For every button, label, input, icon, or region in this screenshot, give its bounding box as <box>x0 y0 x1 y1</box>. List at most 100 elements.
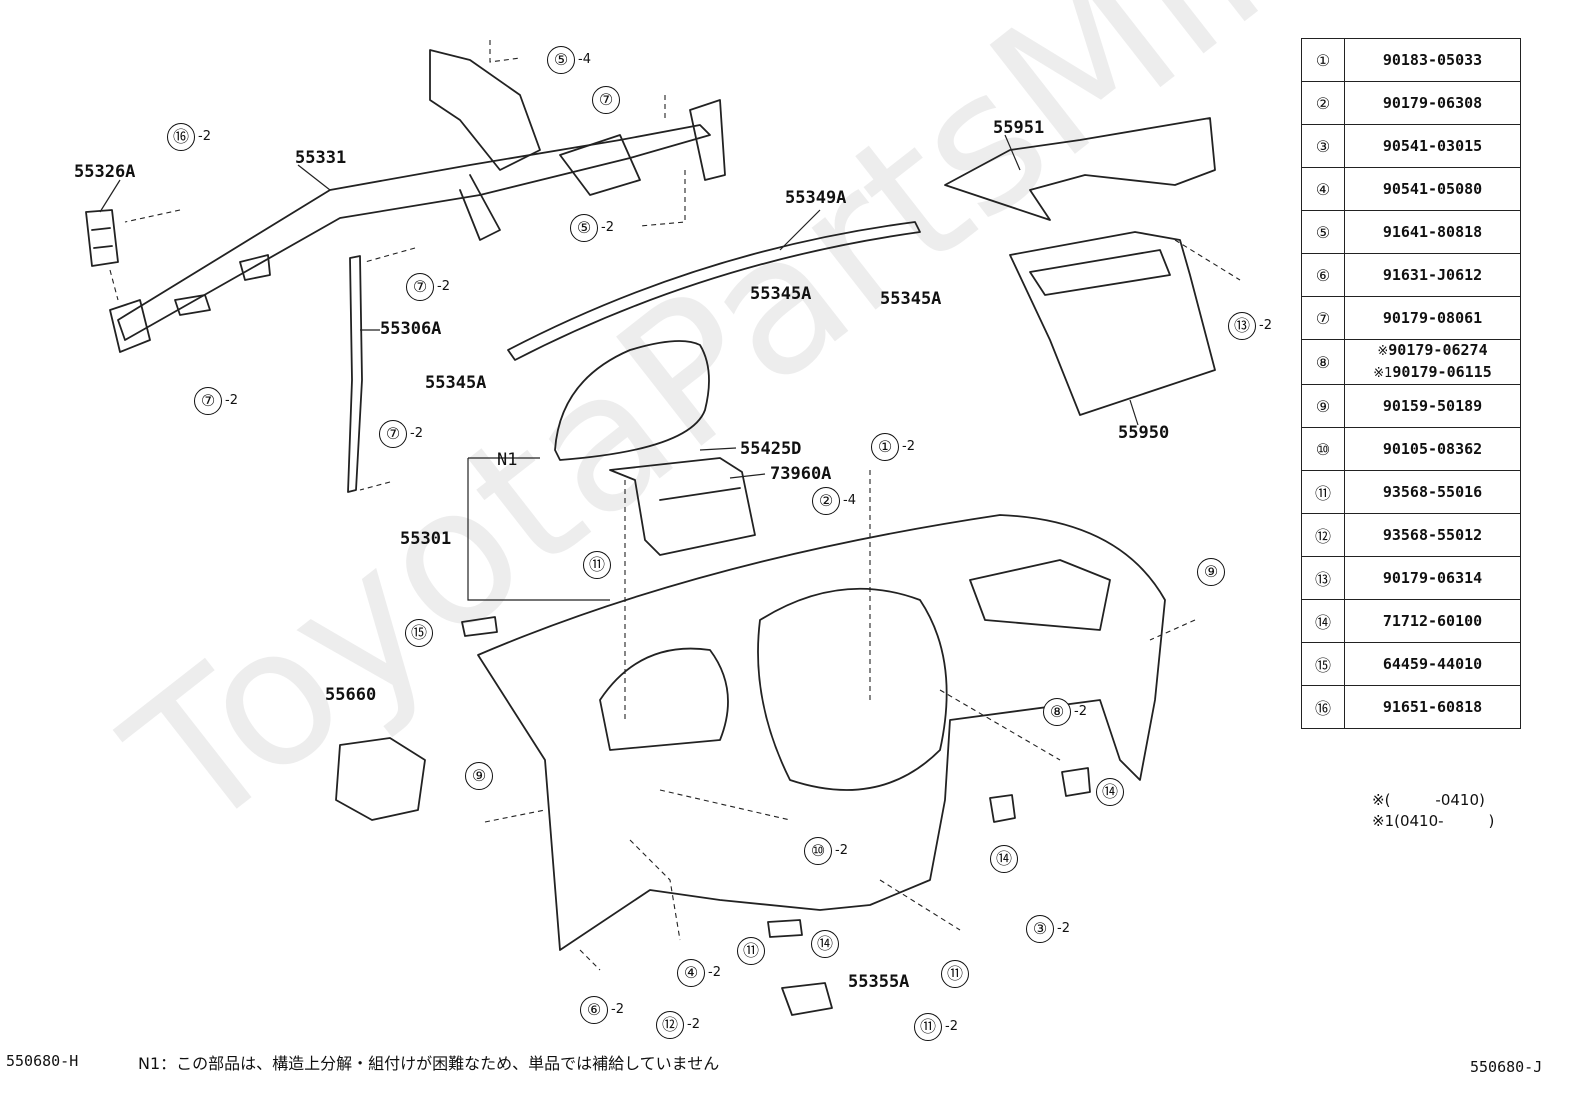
part-number: 90541-03015 <box>1382 137 1483 155</box>
callout-qty: -2 <box>835 843 848 858</box>
part-number-line: 90179-06308 <box>1345 93 1520 113</box>
part-label-n1: N1 <box>497 450 518 470</box>
parts-table-row: ⑦ 90179-08061 <box>1301 296 1521 340</box>
part-label-55345a: 55345A <box>425 373 487 393</box>
part-number-cell: 91651-60818 <box>1344 685 1521 729</box>
ref-number-cell: ⑤ <box>1301 210 1345 254</box>
parts-table-row: ⑩ 90105-08362 <box>1301 427 1521 471</box>
callout-qty: -2 <box>1057 921 1070 936</box>
callout-circle: ⑦ <box>194 387 222 415</box>
ref-number: ⑯ <box>1314 699 1331 718</box>
plate-55355a-drawing <box>781 982 833 1016</box>
callout-circle: ⑨ <box>465 762 493 790</box>
callout-qty: -2 <box>945 1019 958 1034</box>
callout-qty: -4 <box>843 493 856 508</box>
callout-qty: -2 <box>1259 318 1272 333</box>
part-number: 91641-80818 <box>1382 223 1483 241</box>
callout-circle: ⑬ <box>1228 312 1256 340</box>
part-number-cell: ※90179-06274 ※190179-06115 <box>1344 339 1521 385</box>
callout-circle: ⑪ <box>583 551 611 579</box>
part-number-line: 90159-50189 <box>1345 396 1520 416</box>
ref-number-cell: ⑦ <box>1301 296 1345 340</box>
callout-circle: ⑤ <box>570 214 598 242</box>
part-number-cell: 90541-03015 <box>1344 124 1521 168</box>
callout-qty: -2 <box>198 129 211 144</box>
footnotes: ※( -0410) ※1(0410- ) <box>1372 790 1494 832</box>
ref-number: ⑥ <box>1315 265 1331 285</box>
vent-55660-drawing <box>335 737 426 821</box>
ref-number-cell: ⑥ <box>1301 253 1345 297</box>
ref-number: ② <box>1315 93 1331 113</box>
part-label-55349a: 55349A <box>785 188 847 208</box>
part-number-cell: 91641-80818 <box>1344 210 1521 254</box>
callout-circle: ⑩ <box>804 837 832 865</box>
footer-note: N1：この部品は、構造上分解・組付けが困難なため、単品では補給していません <box>138 1054 720 1073</box>
callout-circle: ⑦ <box>592 86 620 114</box>
ref-number: ⑩ <box>1315 439 1331 459</box>
callout-circle: ⑭ <box>990 845 1018 873</box>
airbag-cover-drawing <box>554 340 710 461</box>
callout-circle: ⑦ <box>379 420 407 448</box>
part-number-line: 91651-60818 <box>1345 697 1520 717</box>
part-number-line: 91641-80818 <box>1345 222 1520 242</box>
ref-number-cell: ② <box>1301 81 1345 125</box>
callout-qty: -2 <box>902 439 915 454</box>
part-label-55301: 55301 <box>400 529 452 549</box>
part-number: 93568-55016 <box>1382 483 1483 501</box>
variant-mark: ※1 <box>1373 366 1393 381</box>
callout-qty: -2 <box>1074 704 1087 719</box>
ref-number: ⑦ <box>1315 308 1331 328</box>
ref-number-cell: ⑮ <box>1301 642 1345 686</box>
part-label-55345a: 55345A <box>750 284 812 304</box>
callout-qty: -4 <box>578 52 591 67</box>
part-number-line: 64459-44010 <box>1345 654 1520 674</box>
part-number-cell: 90179-06308 <box>1344 81 1521 125</box>
part-number-line: 90179-06314 <box>1345 568 1520 588</box>
footnote-line: ※( -0410) <box>1372 791 1485 809</box>
callout-circle: ⑨ <box>1197 558 1225 586</box>
defroster-strip-drawing <box>507 221 921 361</box>
callout-circle: ⑦ <box>406 273 434 301</box>
callout-circle: ① <box>871 433 899 461</box>
callout-circle: ⑫ <box>656 1011 684 1039</box>
ref-number-cell: ⑫ <box>1301 513 1345 557</box>
parts-table-row: ⑨ 90159-50189 <box>1301 384 1521 428</box>
part-number-cell: 90159-50189 <box>1344 384 1521 428</box>
callout-qty: -2 <box>708 965 721 980</box>
part-number: 90159-50189 <box>1382 397 1483 415</box>
callout-circle: ④ <box>677 959 705 987</box>
ref-number-cell: ⑨ <box>1301 384 1345 428</box>
callout-circle: ⑤ <box>547 46 575 74</box>
part-number: 90179-06274 <box>1388 341 1488 359</box>
part-number: 90179-08061 <box>1382 309 1483 327</box>
part-number-line: 90183-05033 <box>1345 50 1520 70</box>
part-number-line: 90105-08362 <box>1345 439 1520 459</box>
part-number: 90179-06308 <box>1382 94 1483 112</box>
parts-table-row: ⑯ 91651-60818 <box>1301 685 1521 729</box>
reinforcement-beam-drawing <box>109 49 726 353</box>
part-number: 90179-06115 <box>1392 363 1492 381</box>
ref-number: ④ <box>1315 179 1331 199</box>
part-number: 90541-05080 <box>1382 180 1483 198</box>
part-number: 64459-44010 <box>1382 655 1483 673</box>
part-number-cell: 91631-J0612 <box>1344 253 1521 297</box>
part-number-line: 93568-55012 <box>1345 525 1520 545</box>
part-label-55355a: 55355A <box>848 972 910 992</box>
part-number: 91631-J0612 <box>1382 266 1483 284</box>
ref-number-cell: ⑯ <box>1301 685 1345 729</box>
callout-circle: ⑪ <box>737 937 765 965</box>
callout-qty: -2 <box>601 220 614 235</box>
callout-circle: ③ <box>1026 915 1054 943</box>
part-number-line: 90541-03015 <box>1345 136 1520 156</box>
part-number: 90105-08362 <box>1382 440 1483 458</box>
variant-mark: ※ <box>1377 344 1389 359</box>
part-label-55660: 55660 <box>325 685 377 705</box>
airbag-module-drawing <box>609 457 756 556</box>
garnish-55306a-drawing <box>347 255 363 493</box>
